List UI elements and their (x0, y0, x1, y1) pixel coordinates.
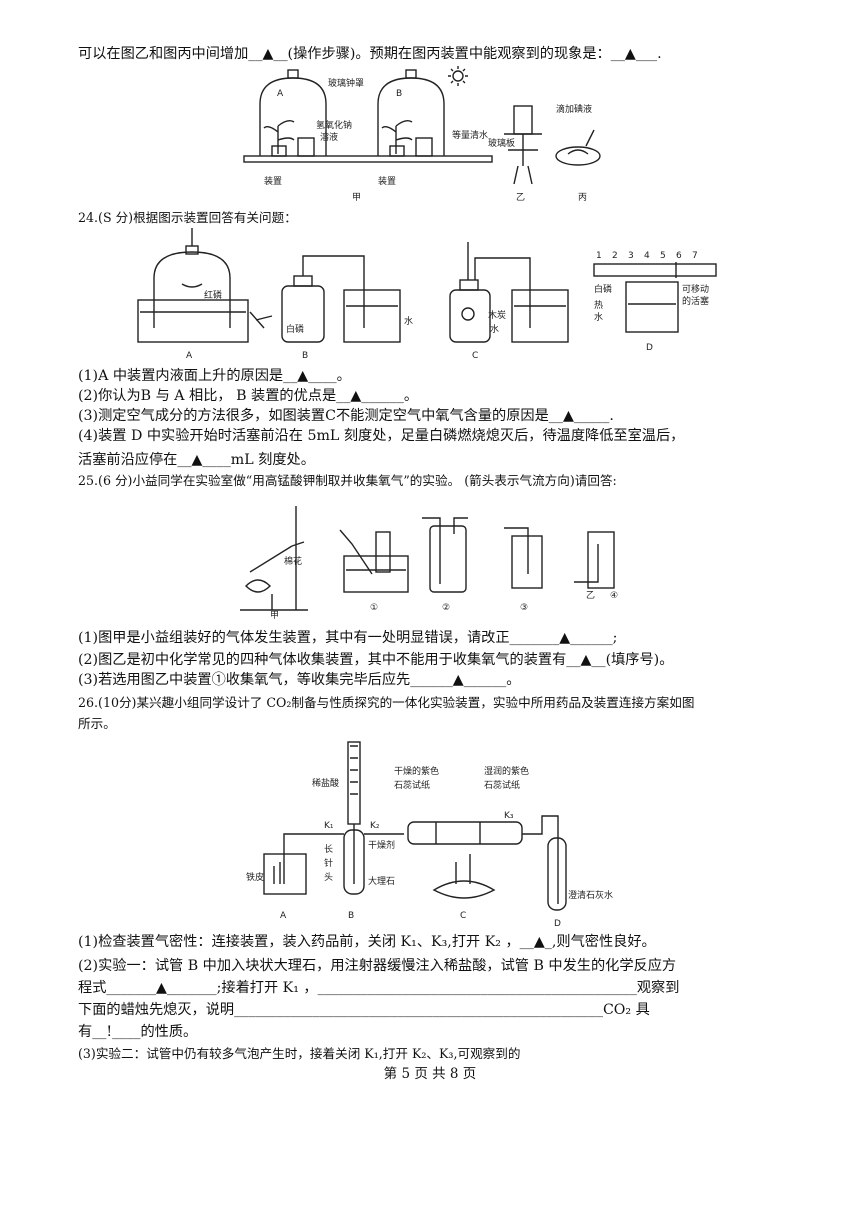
k3-label: K₃ (504, 811, 514, 821)
caption-a-26: A (280, 911, 287, 921)
caption-b-26: B (348, 911, 354, 921)
long-needle-label-3: 头 (324, 872, 333, 883)
desiccant-label: 干燥剂 (368, 839, 395, 851)
white-phosphorus-label: 白磷 (286, 323, 304, 335)
dry-paper-label: 干燥的紫色 (394, 765, 439, 777)
naoh-label: 氢氧化钠 (316, 119, 352, 131)
label-3: ③ (520, 603, 528, 613)
k1-label: K₁ (324, 821, 334, 831)
red-phosphorus-label: 红磷 (204, 289, 222, 301)
text-line-q23-tail: 可以在图乙和图丙中间增加__▲__(操作步骤)。预期在图丙装置中能观察到的现象是… (78, 46, 662, 62)
caption-jia: 甲 (352, 192, 361, 203)
bell-a-label: A (277, 89, 284, 99)
q25-part1: (1)图甲是小益组装好的气体发生装置，其中有一处明显错误，请改正_______▲… (78, 630, 618, 646)
caption-yi: 乙 (516, 192, 525, 203)
charcoal-label: 木炭 (488, 309, 506, 321)
water-label-b: 水 (404, 315, 413, 327)
hot-water-label-2: 水 (594, 311, 603, 323)
dilute-hcl-label: 稀盐酸 (312, 777, 339, 789)
caption-c-26: C (460, 911, 466, 921)
water-label-c: 水 (490, 323, 499, 335)
cotton-label: 棉花 (284, 555, 302, 567)
hot-water-label: 热 (594, 299, 603, 311)
q26-heading-a: 26.(10分)某兴趣小组同学设计了 CO₂制备与性质探究的一体化实验装置，实验… (78, 695, 695, 710)
wet-paper-label: 湿润的紫色 (484, 765, 529, 777)
svg-text:6: 6 (676, 251, 682, 261)
svg-text:5: 5 (660, 251, 666, 261)
q24-part2: (2)你认为B 与 A 相比， B 装置的优点是__▲______。 (78, 388, 419, 404)
iron-label: 铁皮 (246, 871, 264, 883)
page-footer: 第 5 页 共 8 页 (383, 1066, 477, 1082)
glass-label: 玻璃板 (488, 137, 515, 149)
limewater-label: 澄清石灰水 (568, 889, 613, 901)
caption-a: A (186, 351, 193, 361)
q24-heading: 24.(S 分)根据图示装置回答有关问题： (78, 210, 297, 225)
label-4: ④ (610, 591, 618, 601)
caption-d-26: D (554, 919, 561, 929)
svg-text:7: 7 (692, 251, 698, 261)
q26-part2a: (2)实验一：试管 B 中加入块状大理石，用注射器缓慢注入稀盐酸，试管 B 中发… (78, 958, 677, 974)
piston-label: 可移动 (682, 283, 709, 295)
label-1: ① (370, 603, 378, 613)
long-needle-label-2: 针 (324, 857, 333, 869)
long-needle-label: 长 (324, 843, 333, 855)
figure-q25-apparatus: 棉花 甲 ① ② ③ 乙 ④ (232, 494, 632, 620)
bell-b-label: B (396, 89, 402, 99)
wet-paper-label-2: 石蕊试纸 (484, 779, 520, 791)
water-label: 等量清水 (452, 129, 488, 141)
caption-b: B (302, 351, 308, 361)
q26-part2b: 程式_______▲_______;接着打开 K₁ ，_____________… (78, 980, 680, 996)
piston-label-2: 的活塞 (682, 295, 709, 307)
naoh-label-2: 溶液 (320, 131, 338, 143)
figure-q23-apparatus: A B 玻璃钟罩 氢氧化钠 溶液 等量清水 玻璃板 滴加碘液 装置 装置 甲 乙 (238, 66, 618, 204)
caption-yi-25: 乙 (586, 590, 595, 601)
caption-device-2: 装置 (378, 175, 396, 187)
q24-part3: (3)测定空气成分的方法很多，如图装置C不能测定空气中氧气含量的原因是__▲__… (78, 408, 614, 424)
marble-label: 大理石 (368, 875, 395, 887)
svg-text:3: 3 (628, 251, 634, 261)
q26-part3: (3)实验二：试管中仍有较多气泡产生时，接着关闭 K₁,打开 K₂、K₃,可观察… (78, 1046, 521, 1061)
q24-part4b: 活塞前沿应停在__▲____mL 刻度处。 (78, 452, 315, 468)
figure-q26-apparatus: 稀盐酸 K₁ K₂ 长 针 头 干燥剂 大理石 B 铁皮 A K₃ 干燥的紫色 … (244, 734, 664, 930)
label-2: ② (442, 603, 450, 613)
caption-bing: 丙 (578, 192, 587, 203)
q25-heading: 25.(6 分)小益同学在实验室做“用高锰酸钾制取并收集氧气”的实验。 (箭头表… (78, 473, 617, 488)
caption-jia-25: 甲 (270, 610, 279, 620)
syringe-scale: 1 2 3 4 5 6 7 (596, 251, 698, 261)
dry-paper-label-2: 石蕊试纸 (394, 779, 430, 791)
iodine-label: 滴加碘液 (556, 103, 592, 115)
q25-part3: (3)若选用图乙中装置①收集氧气，等收集完毕后应先______▲______。 (78, 672, 521, 688)
q25-part2: (2)图乙是初中化学常见的四种气体收集装置，其中不能用于收集氧气的装置有__▲_… (78, 652, 674, 668)
cover-label: 玻璃钟罩 (328, 77, 364, 89)
svg-text:1: 1 (596, 251, 602, 261)
q24-part4a: (4)装置 D 中实验开始时活塞前沿在 5mL 刻度处，足量白磷燃烧熄灭后，待温… (78, 428, 685, 444)
q26-part2d: 有__!____的性质。 (78, 1024, 198, 1040)
figure-q24-apparatus: 红磷 A 白磷 水 B 木炭 水 C 1 2 3 4 5 6 7 (132, 228, 732, 364)
q24-part1: (1)A 中装置内液面上升的原因是__▲____。 (78, 368, 351, 384)
svg-text:2: 2 (612, 251, 618, 261)
caption-c: C (472, 351, 478, 361)
k2-label: K₂ (370, 821, 380, 831)
q26-part2c: 下面的蜡烛先熄灭，说明_____________________________… (78, 1002, 650, 1018)
q26-part1: (1)检查装置气密性：连接装置，装入药品前，关闭 K₁、K₃,打开 K₂ ，__… (78, 934, 656, 950)
white-phosphorus-label-d: 白磷 (594, 283, 612, 295)
svg-text:4: 4 (644, 251, 650, 261)
q26-heading-b: 所示。 (78, 716, 116, 731)
caption-device-1: 装置 (264, 175, 282, 187)
caption-d: D (646, 343, 653, 353)
